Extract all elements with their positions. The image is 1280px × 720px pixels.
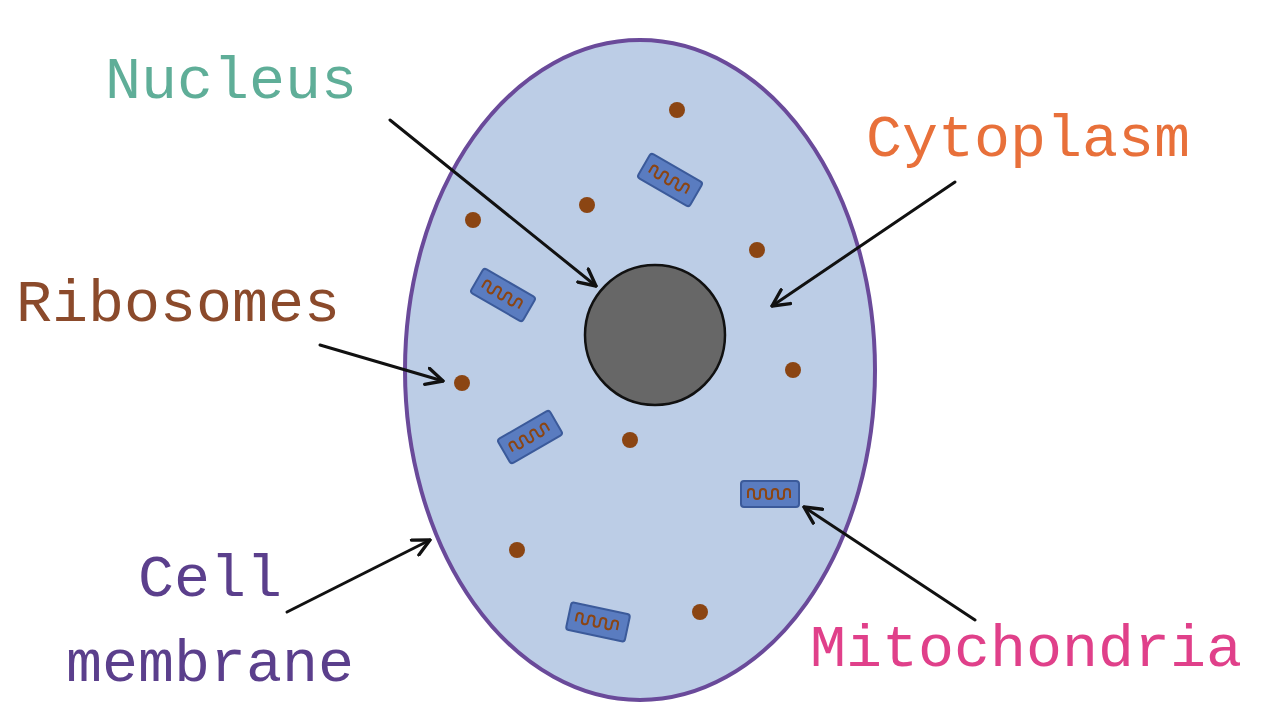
ribosome: [622, 432, 638, 448]
part-label: Mitochondria: [810, 620, 1270, 680]
nucleus-shape: [585, 265, 725, 405]
mitochondrion: [741, 481, 799, 507]
ribosome: [785, 362, 801, 378]
leader-line: [320, 345, 443, 381]
cell-membrane-outline: [405, 40, 875, 700]
ribosome: [692, 604, 708, 620]
mitochondrion: [566, 602, 631, 642]
leader-lines: [287, 120, 975, 620]
mitochondrion: [470, 268, 536, 322]
leader-line: [287, 540, 430, 612]
part-label: Ribosomes: [16, 275, 396, 335]
ribosome-dots: [454, 102, 801, 620]
ribosome: [454, 375, 470, 391]
part-label: Cell membrane: [40, 538, 380, 708]
ribosome: [749, 242, 765, 258]
ribosome: [669, 102, 685, 118]
part-label: Nucleus: [105, 52, 405, 112]
ribosome: [509, 542, 525, 558]
ribosome: [465, 212, 481, 228]
mitochondria-group: [470, 153, 799, 642]
leader-line: [804, 507, 975, 620]
leader-line: [390, 120, 596, 286]
part-label: Cytoplasm: [866, 110, 1266, 170]
mitochondrion: [637, 153, 703, 207]
mitochondrion: [497, 410, 563, 464]
leader-line: [772, 182, 955, 306]
ribosome: [579, 197, 595, 213]
